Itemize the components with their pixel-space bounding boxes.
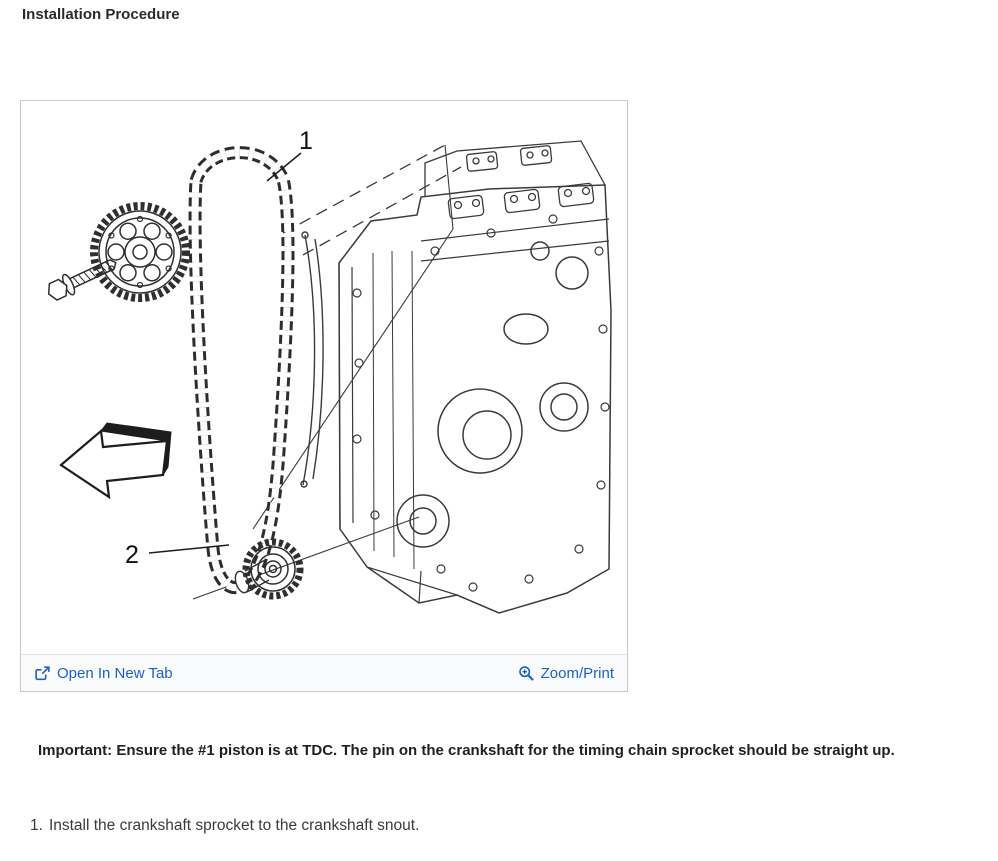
engine-block (338, 140, 612, 614)
step-item: 1. Install the crankshaft sprocket to the… (30, 817, 419, 835)
chain-guide (300, 231, 324, 488)
timing-chain-diagram: 1 2 (47, 127, 612, 614)
sprocket-bolt (47, 259, 117, 301)
zoom-print-label: Zoom/Print (540, 664, 614, 682)
section-lines (192, 144, 462, 600)
callout-1-label: 1 (299, 127, 313, 155)
important-note: Important: Ensure the #1 piston is at TD… (38, 742, 895, 759)
direction-arrow-icon (59, 422, 172, 500)
timing-chain (188, 146, 295, 595)
zoom-icon (518, 665, 534, 681)
open-in-new-tab-link[interactable]: Open In New Tab (34, 665, 173, 682)
open-in-new-tab-icon (35, 665, 50, 680)
step-number: 1. (30, 817, 43, 834)
zoom-print-link[interactable]: Zoom/Print (518, 665, 614, 682)
page-title: Installation Procedure (22, 6, 180, 23)
callout-2-label: 2 (125, 541, 139, 569)
step-text: Install the crankshaft sprocket to the c… (48, 817, 420, 834)
figure-panel: 1 2 Open In New Tab (20, 100, 628, 692)
callouts (148, 152, 302, 554)
cam-sprocket (90, 202, 190, 302)
crank-sprocket (242, 538, 304, 600)
figure-footer: Open In New Tab Zoom/Print (21, 654, 627, 691)
open-in-new-tab-label: Open In New Tab (57, 664, 173, 682)
engine-diagram: 1 2 (21, 101, 627, 653)
